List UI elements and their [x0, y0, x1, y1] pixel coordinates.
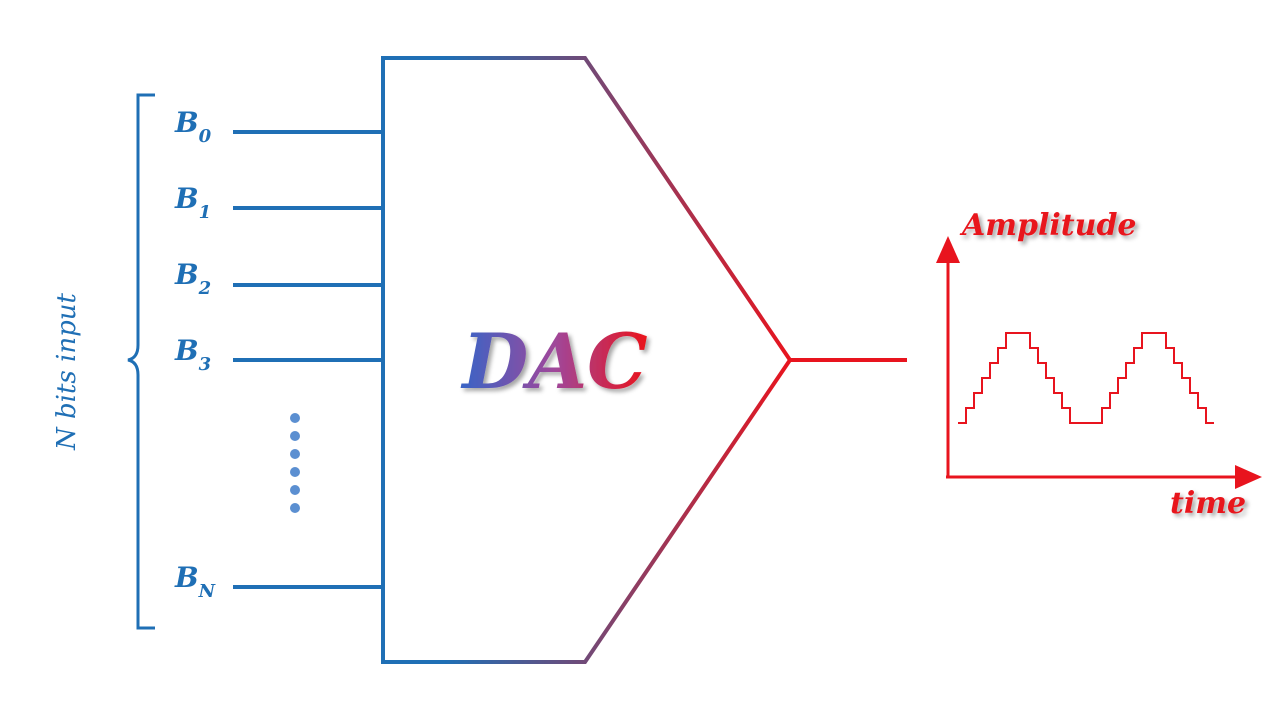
input-brace — [127, 93, 155, 630]
ellipsis-dot — [290, 413, 300, 423]
ellipsis-dot — [290, 449, 300, 459]
ellipsis-dot — [290, 485, 300, 495]
ellipsis-dots — [290, 413, 300, 513]
x-axis-label: time — [1170, 486, 1246, 521]
bit-label-1: B1 — [174, 182, 211, 223]
y-axis-label: Amplitude — [959, 208, 1137, 243]
output-waveform — [958, 332, 1214, 424]
ellipsis-dot — [290, 503, 300, 513]
dac-block — [381, 56, 793, 664]
dac-label: DAC — [460, 317, 647, 406]
input-side-label: N bits input — [52, 293, 82, 451]
ellipsis-dot — [290, 467, 300, 477]
bit-label-3: B3 — [174, 334, 211, 375]
bit-label-n: BN — [174, 561, 217, 602]
ellipsis-dot — [290, 431, 300, 441]
bit-label-2: B2 — [174, 258, 211, 299]
bit-label-0: B0 — [174, 106, 212, 147]
